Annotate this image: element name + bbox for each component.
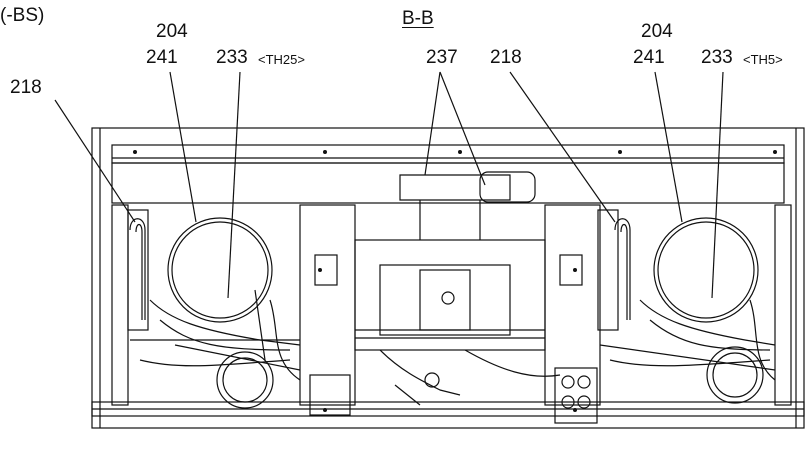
- right-accumulator: [653, 217, 759, 323]
- leader-center-237-b: [439, 71, 486, 186]
- leader-left-204: [169, 71, 197, 223]
- callout-left-233: 233: [216, 47, 248, 68]
- leader-center-218: [509, 71, 616, 223]
- callout-left-241: 241: [146, 47, 178, 68]
- callout-left-233-tag: <TH25>: [258, 52, 305, 67]
- left-compressor: [216, 351, 274, 409]
- top-rail: [111, 144, 785, 164]
- callout-left-204: 204: [156, 21, 188, 42]
- callout-right-233: 233: [701, 47, 733, 68]
- callout-left-218: 218: [10, 77, 42, 98]
- callout-right-241: 241: [633, 47, 665, 68]
- callout-right-233-tag: <TH5>: [743, 52, 783, 67]
- callout-center-237: 237: [426, 47, 458, 68]
- leader-left-233: [227, 71, 241, 299]
- leader-right-204: [654, 71, 683, 223]
- valve-block: [554, 367, 598, 424]
- leader-right-233: [711, 71, 724, 299]
- section-title: B-B: [402, 8, 434, 29]
- outer-frame: [91, 127, 805, 429]
- left-accumulator: [167, 217, 273, 323]
- header-fragment: (-BS): [0, 5, 45, 26]
- right-compressor: [706, 346, 764, 404]
- leader-left-218: [54, 99, 136, 223]
- callout-center-218: 218: [490, 47, 522, 68]
- leader-center-237-a: [424, 71, 441, 176]
- callout-right-204: 204: [641, 21, 673, 42]
